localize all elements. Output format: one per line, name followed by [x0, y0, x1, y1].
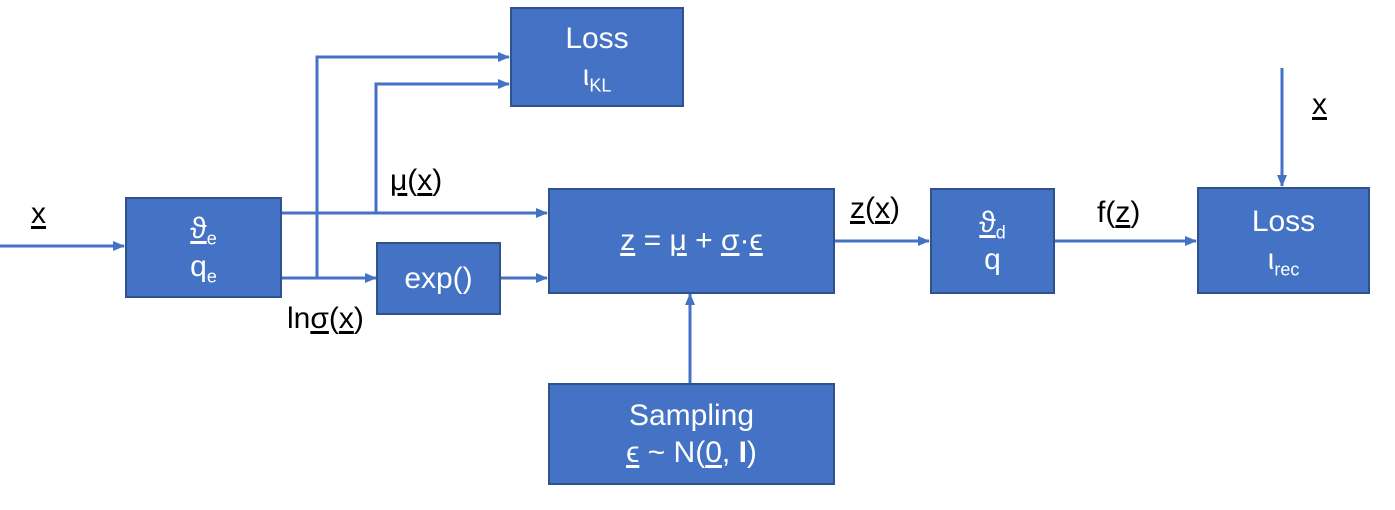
loss-rec-block: Loss ιrec	[1197, 187, 1370, 294]
input-x-label: x	[31, 197, 46, 230]
loss-kl-block: Loss ιKL	[510, 7, 684, 107]
sampling-distribution: ϵ ~ N(0, I)	[626, 436, 757, 469]
f-z-label: f(z)	[1097, 196, 1141, 229]
z-x-label: z(x)	[850, 192, 900, 225]
loss-kl-title: Loss	[565, 21, 629, 55]
reparam-block: z = μ + σ·ϵ	[548, 188, 835, 294]
encoder-q: qe	[190, 249, 217, 286]
sampling-title: Sampling	[628, 398, 755, 432]
loss-rec-symbol: ιrec	[1267, 242, 1300, 279]
exp-block: exp()	[376, 242, 501, 315]
mu-x-label: μ(x)	[390, 164, 443, 197]
decoder-block: ϑd q	[930, 188, 1055, 294]
sampling-block: Sampling ϵ ~ N(0, I)	[548, 383, 835, 485]
ln-sigma-label: lnσ(x)	[287, 302, 364, 335]
loss-rec-title: Loss	[1251, 205, 1316, 238]
decoder-theta: ϑd	[979, 205, 1006, 242]
target-x-label: x	[1312, 88, 1327, 121]
decoder-q: q	[984, 243, 1001, 276]
encoder-block: ϑe qe	[125, 197, 282, 298]
arrow-mu-to-loss-kl	[374, 79, 510, 213]
encoder-theta: ϑe	[190, 212, 217, 249]
arrow-lnsigma-to-loss-kl	[315, 52, 510, 278]
loss-kl-symbol: ιKL	[582, 59, 612, 96]
reparam-equation: z = μ + σ·ϵ	[620, 224, 763, 258]
exp-label: exp()	[404, 261, 473, 295]
